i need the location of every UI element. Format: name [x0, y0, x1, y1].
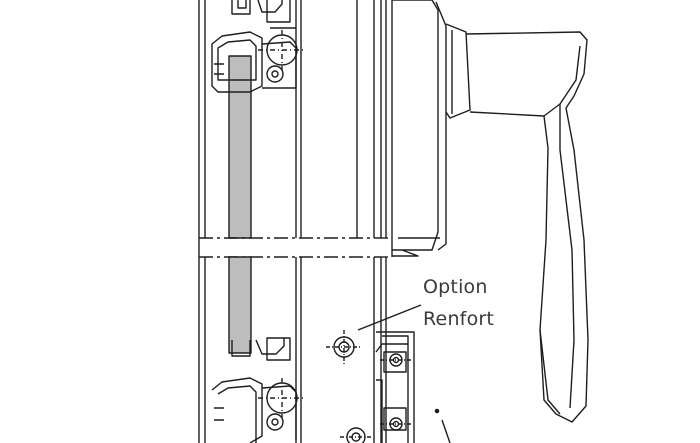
handle-base: [392, 0, 447, 257]
lower-hinge-circle-dot: [271, 418, 279, 426]
handle-rosette: [445, 23, 471, 119]
lower-gasket-profile-1: [211, 337, 297, 443]
upper-hinge-circle-dot: [271, 70, 279, 78]
annotation-leader-line: [357, 304, 422, 331]
annotation-option-label: Option: [423, 276, 488, 298]
upper-hinge-circle-small: [266, 65, 284, 83]
handle-lever: [465, 31, 589, 423]
upper-glass-pane: [228, 55, 252, 239]
annotation-renfort-label: Renfort: [423, 308, 495, 330]
upper-gasket-profile: [211, 0, 297, 93]
upper-sash-frame: [198, 0, 393, 238]
reinforcement-profile: [375, 331, 415, 443]
lower-glass-pane: [228, 256, 252, 354]
section-break-line: [198, 237, 393, 258]
lower-sash-frame: [198, 257, 387, 443]
reinforcement-fastener-lower: [340, 427, 372, 443]
lower-hinge-circle-small: [266, 413, 284, 431]
reinforcement-fastener-upper: [326, 330, 362, 364]
